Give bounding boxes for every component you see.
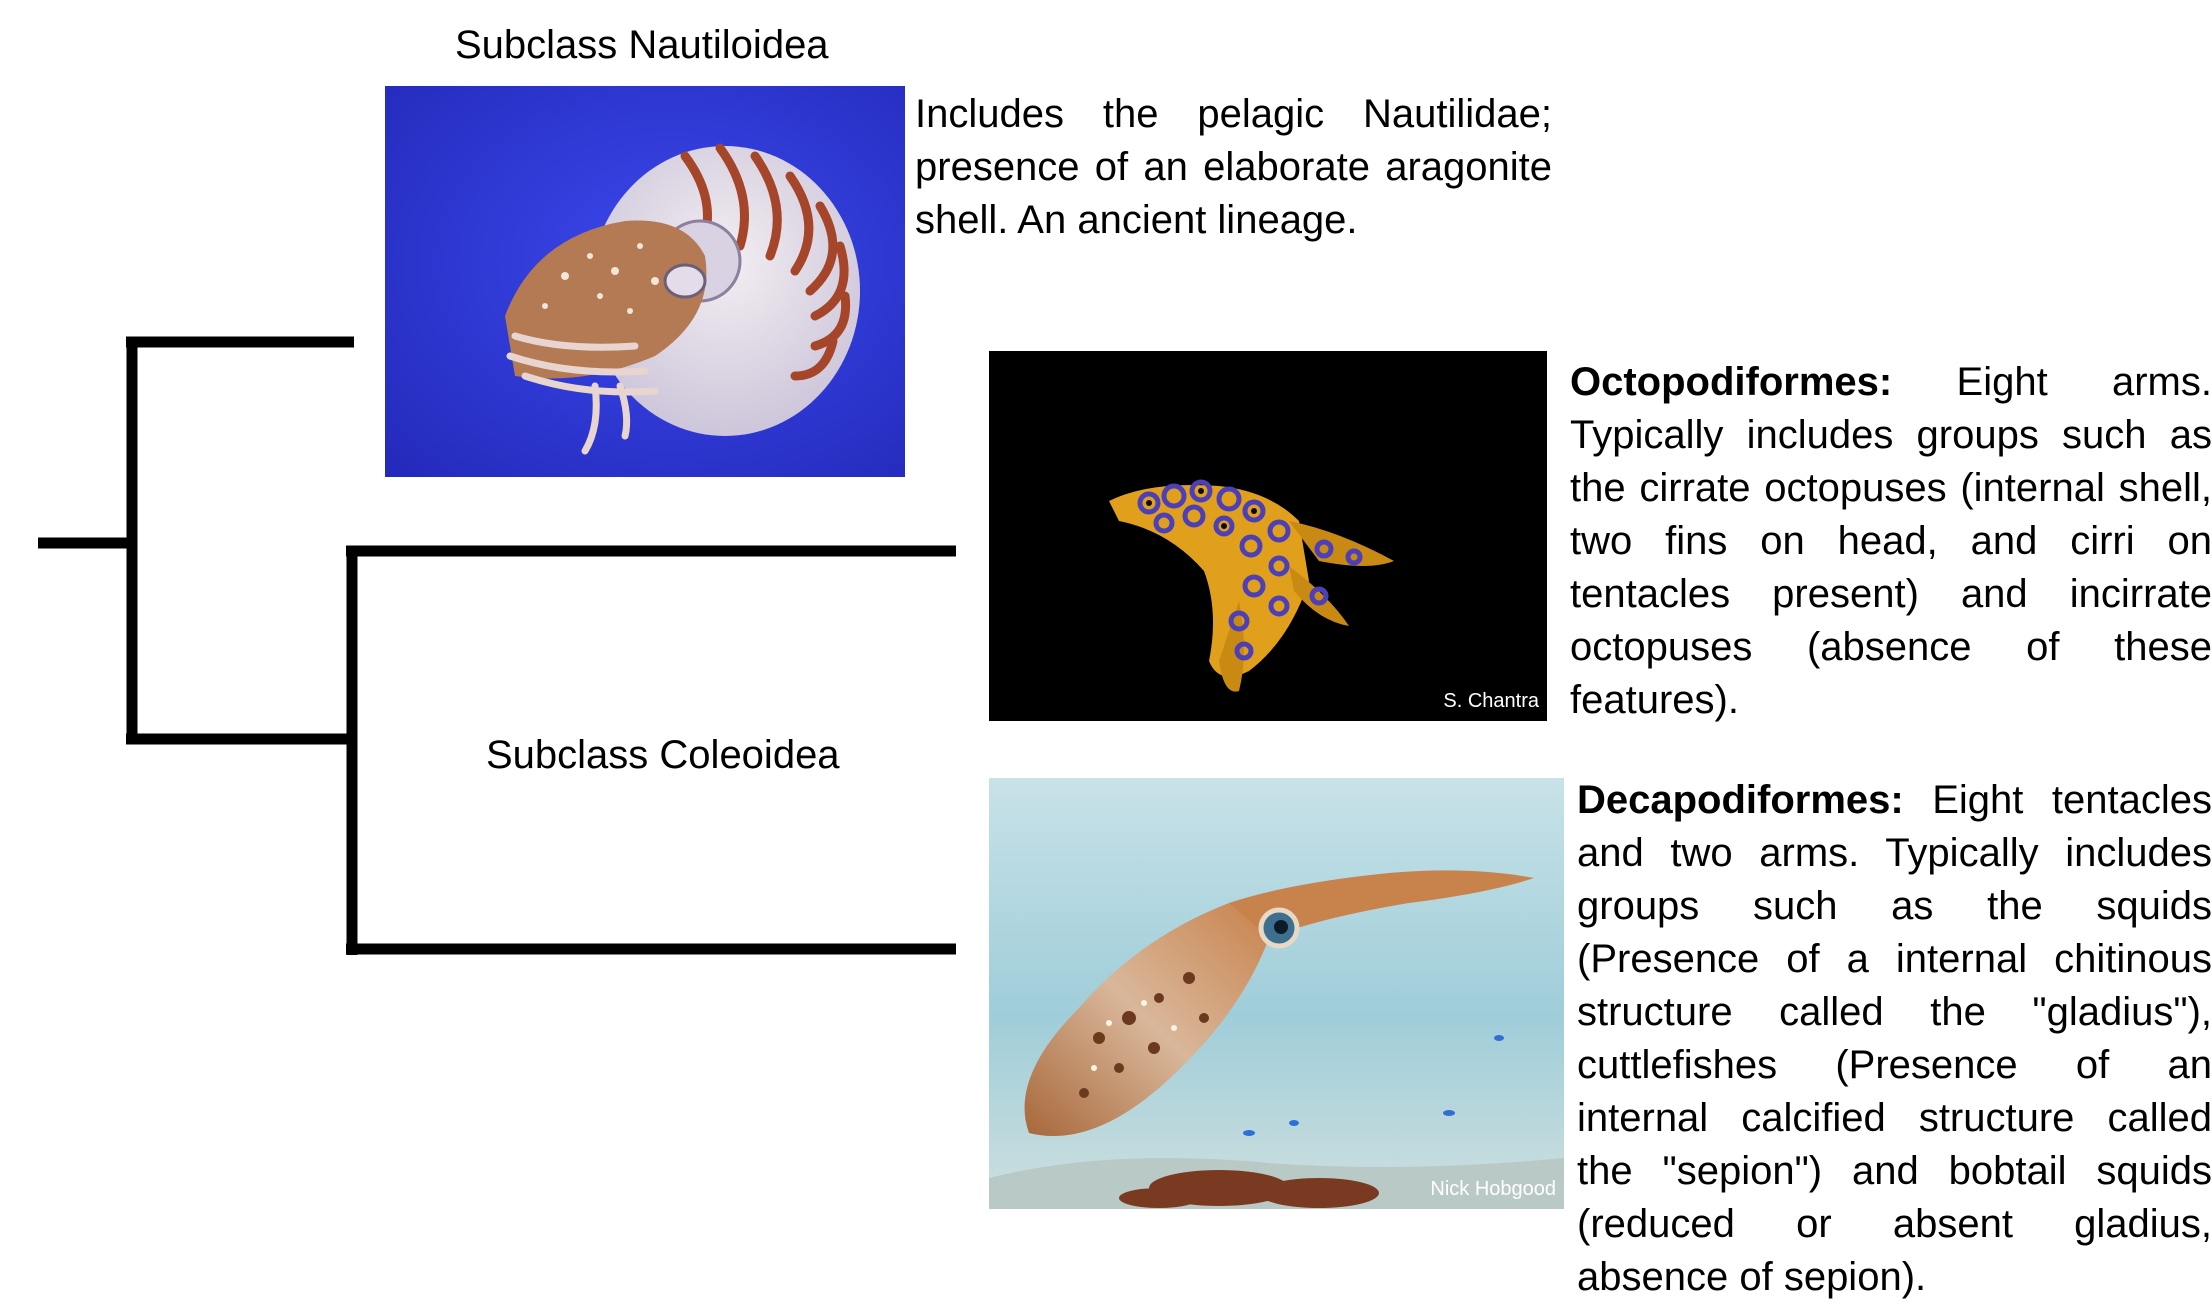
squid-photo-credit: Nick Hobgood [1430,1178,1556,1201]
nautilus-photo [385,86,905,477]
nautiloidea-label: Subclass Nautiloidea [455,25,829,65]
octopodiformes-text: Eight arms. Typically includes groups su… [1570,360,2212,722]
octopus-photo-credit: S. Chantra [1443,690,1539,713]
octopodiformes-description: Octopodiformes: Eight arms. Typically in… [1570,356,2212,727]
coleoidea-label: Subclass Coleoidea [486,735,840,775]
nautiloidea-description: Includes the pelagic Nautilidae; presenc… [915,88,1552,247]
decapodiformes-text: Eight tentacles and two arms. Typically … [1577,778,2212,1299]
decapodiformes-description: Decapodiformes: Eight tentacles and two … [1577,774,2212,1304]
octopus-photo: S. Chantra [989,351,1547,721]
squid-photo: Nick Hobgood [989,778,1564,1209]
decapodiformes-name: Decapodiformes: [1577,778,1904,822]
octopodiformes-name: Octopodiformes: [1570,360,1892,404]
